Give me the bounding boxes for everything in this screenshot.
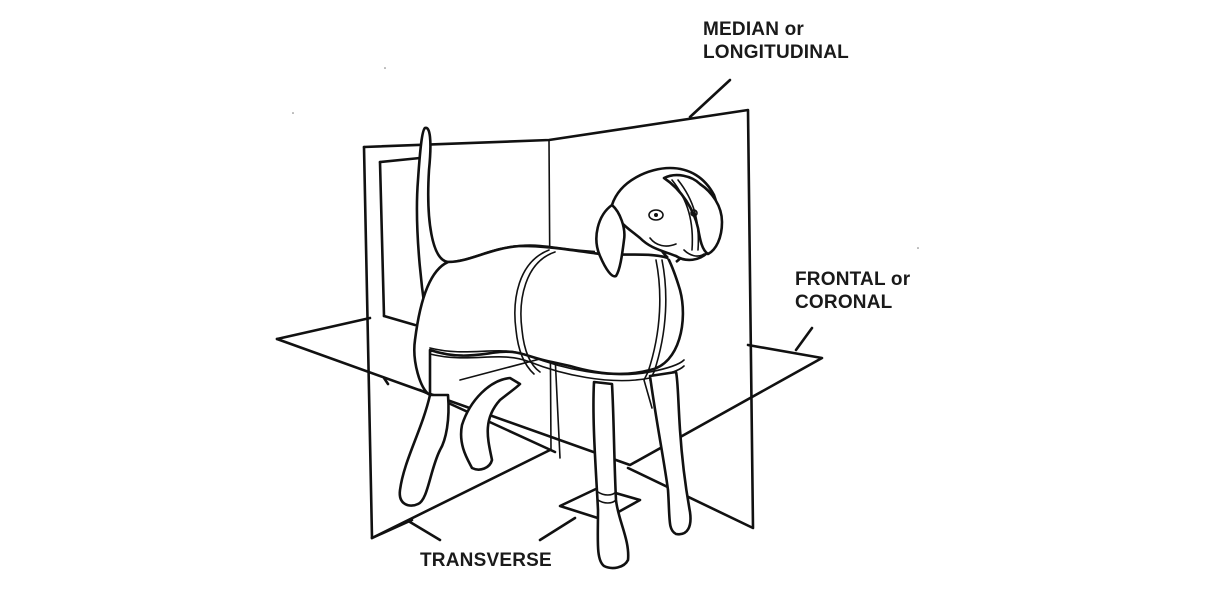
transverse-square [558, 486, 642, 522]
transverse-leader-line-left [408, 520, 442, 542]
dog-illustration [398, 126, 724, 570]
median-label-line2: LONGITUDINAL [703, 42, 849, 63]
transverse-plane [370, 156, 552, 540]
median-leader-line [688, 78, 732, 119]
frontal-label-line2: CORONAL [795, 292, 893, 313]
median-longitudinal-label: MEDIAN or LONGITUDINAL [703, 18, 849, 64]
transverse-label-line1: TRANSVERSE [420, 550, 552, 571]
transverse-label: TRANSVERSE [420, 549, 552, 572]
median-label-line1: MEDIAN or [703, 19, 805, 40]
frontal-label-line1: FRONTAL or [795, 269, 911, 290]
transverse-leader-line-right [538, 516, 577, 542]
eye-icon [648, 209, 664, 221]
frontal-leader-line [794, 326, 814, 352]
frontal-coronal-label: FRONTAL or CORONAL [795, 268, 910, 314]
